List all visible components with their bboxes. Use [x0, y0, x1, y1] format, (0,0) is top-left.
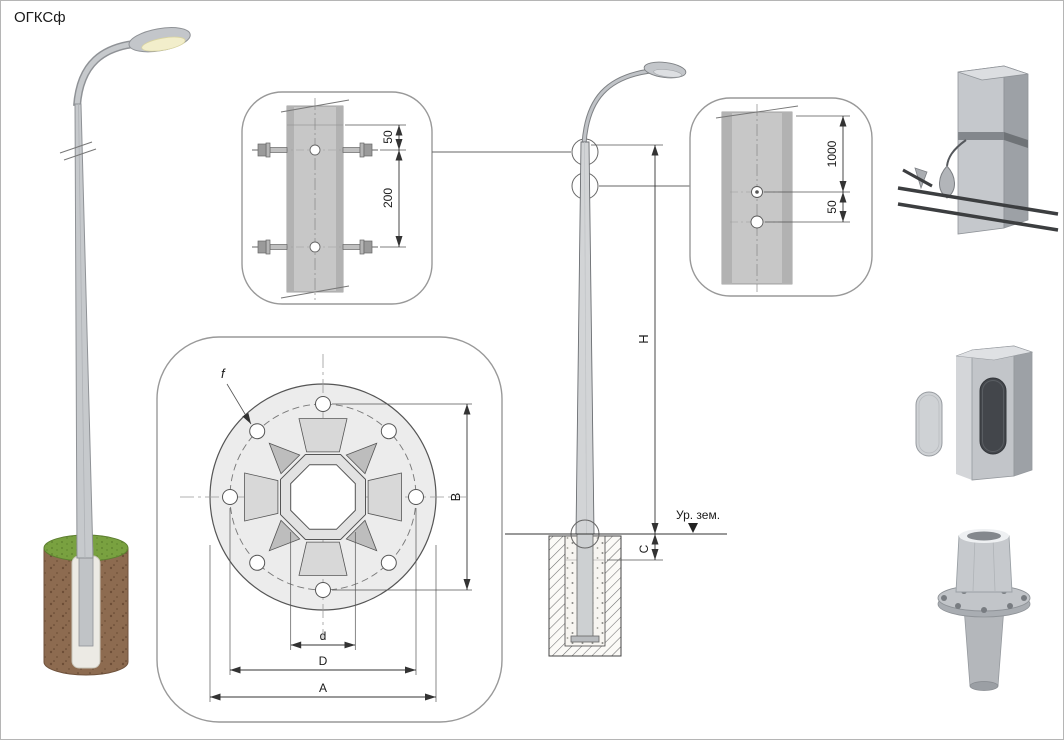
pole-shaft-3d [74, 103, 94, 559]
dim-label-f: f [221, 366, 226, 381]
pole-front-face [957, 65, 1005, 235]
dim-label-B: B [448, 493, 463, 502]
door-plate [915, 391, 943, 457]
base-flange-section [570, 635, 600, 643]
gusset-rib [345, 519, 378, 552]
flange-bolt [981, 607, 987, 613]
dim-label-A: A [319, 681, 327, 695]
ground-level-mark-icon [688, 523, 698, 533]
dim-label-200: 200 [381, 188, 395, 208]
dim-label-C: C [637, 544, 651, 553]
flange-bolt-hole [380, 423, 397, 440]
clamp-assembly-3d [897, 65, 1059, 235]
gusset-rib [345, 442, 378, 475]
bolt-row-lower [252, 239, 378, 255]
flange-bolt-hole [408, 489, 424, 505]
bolt-head-icon [363, 240, 373, 254]
column-left-facet [956, 350, 972, 480]
gusset-plate [298, 418, 348, 453]
flange-bolt-hole [315, 396, 331, 412]
cable-lower [897, 202, 1059, 232]
cable-upper [897, 186, 1059, 216]
break-mark [59, 141, 93, 154]
flange-callout: f B d D A [156, 336, 503, 723]
lower-cylinder [963, 606, 1005, 687]
bolt-hole [309, 241, 321, 253]
flange-bolt [1007, 603, 1013, 609]
pole-band [958, 132, 1004, 140]
pole-elevation: Ур. зем. H C [505, 61, 727, 657]
lamp-head-elevation [643, 61, 687, 79]
bolt-head-icon [257, 143, 267, 157]
lamp-head-3d [128, 27, 191, 53]
pole-top-face [957, 65, 1029, 81]
foundation-section [548, 533, 622, 657]
pole-3d-render [43, 27, 191, 676]
flange-bolt [941, 595, 947, 601]
bolt-hole [309, 144, 321, 156]
flange-bolt-hole [315, 582, 331, 598]
suspension-wire [946, 139, 967, 167]
dim-label-D: D [319, 654, 328, 668]
dim-label-50-right: 50 [825, 200, 839, 214]
dim-label-1000: 1000 [825, 140, 839, 167]
gusset-plate [244, 472, 279, 522]
pole-butt-section [576, 533, 594, 639]
socket-neck [955, 535, 1013, 593]
jumper-tail [902, 168, 933, 188]
base-anchor-3d [937, 529, 1031, 691]
column-top-face [955, 345, 1034, 361]
ground-level-label: Ур. зем. [676, 508, 720, 522]
foundation-3d [43, 534, 129, 676]
flange-bolt [955, 603, 961, 609]
flange-bolt-hole [249, 554, 266, 571]
gusset-rib [268, 442, 301, 475]
detail-callout-right: 1000 50 [689, 97, 873, 297]
gusset-plate [298, 541, 348, 576]
gusset-rib [268, 519, 301, 552]
flange-bolt-hole [249, 423, 266, 440]
bolt-row-upper [252, 142, 378, 158]
cable-hole [750, 215, 764, 229]
flange-bolt-hole [222, 489, 238, 505]
dim-label-H: H [636, 334, 651, 343]
bolt-head-icon [363, 143, 373, 157]
gusset-plate [367, 472, 402, 522]
lamp-glow [141, 36, 186, 52]
access-door-3d [915, 345, 1034, 481]
flange-bolt-hole [380, 554, 397, 571]
bolt-head-icon [257, 240, 267, 254]
dim-label-d: d [320, 629, 327, 643]
detail-callout-top: 50 200 [241, 91, 433, 305]
pole-hole-octagon [290, 464, 356, 530]
dim-label-50-top: 50 [381, 130, 395, 144]
flange-bolt [1021, 595, 1027, 601]
flange-top-view [180, 354, 466, 640]
leader-f [226, 383, 252, 425]
pole-butt-3d [78, 547, 94, 647]
pole-section [721, 111, 793, 285]
page-title: ОГКСф [14, 9, 66, 26]
tension-clamp [939, 165, 955, 199]
column-right-facet [1013, 345, 1033, 477]
door-opening [979, 377, 1007, 455]
pole-side-face [1003, 65, 1029, 229]
